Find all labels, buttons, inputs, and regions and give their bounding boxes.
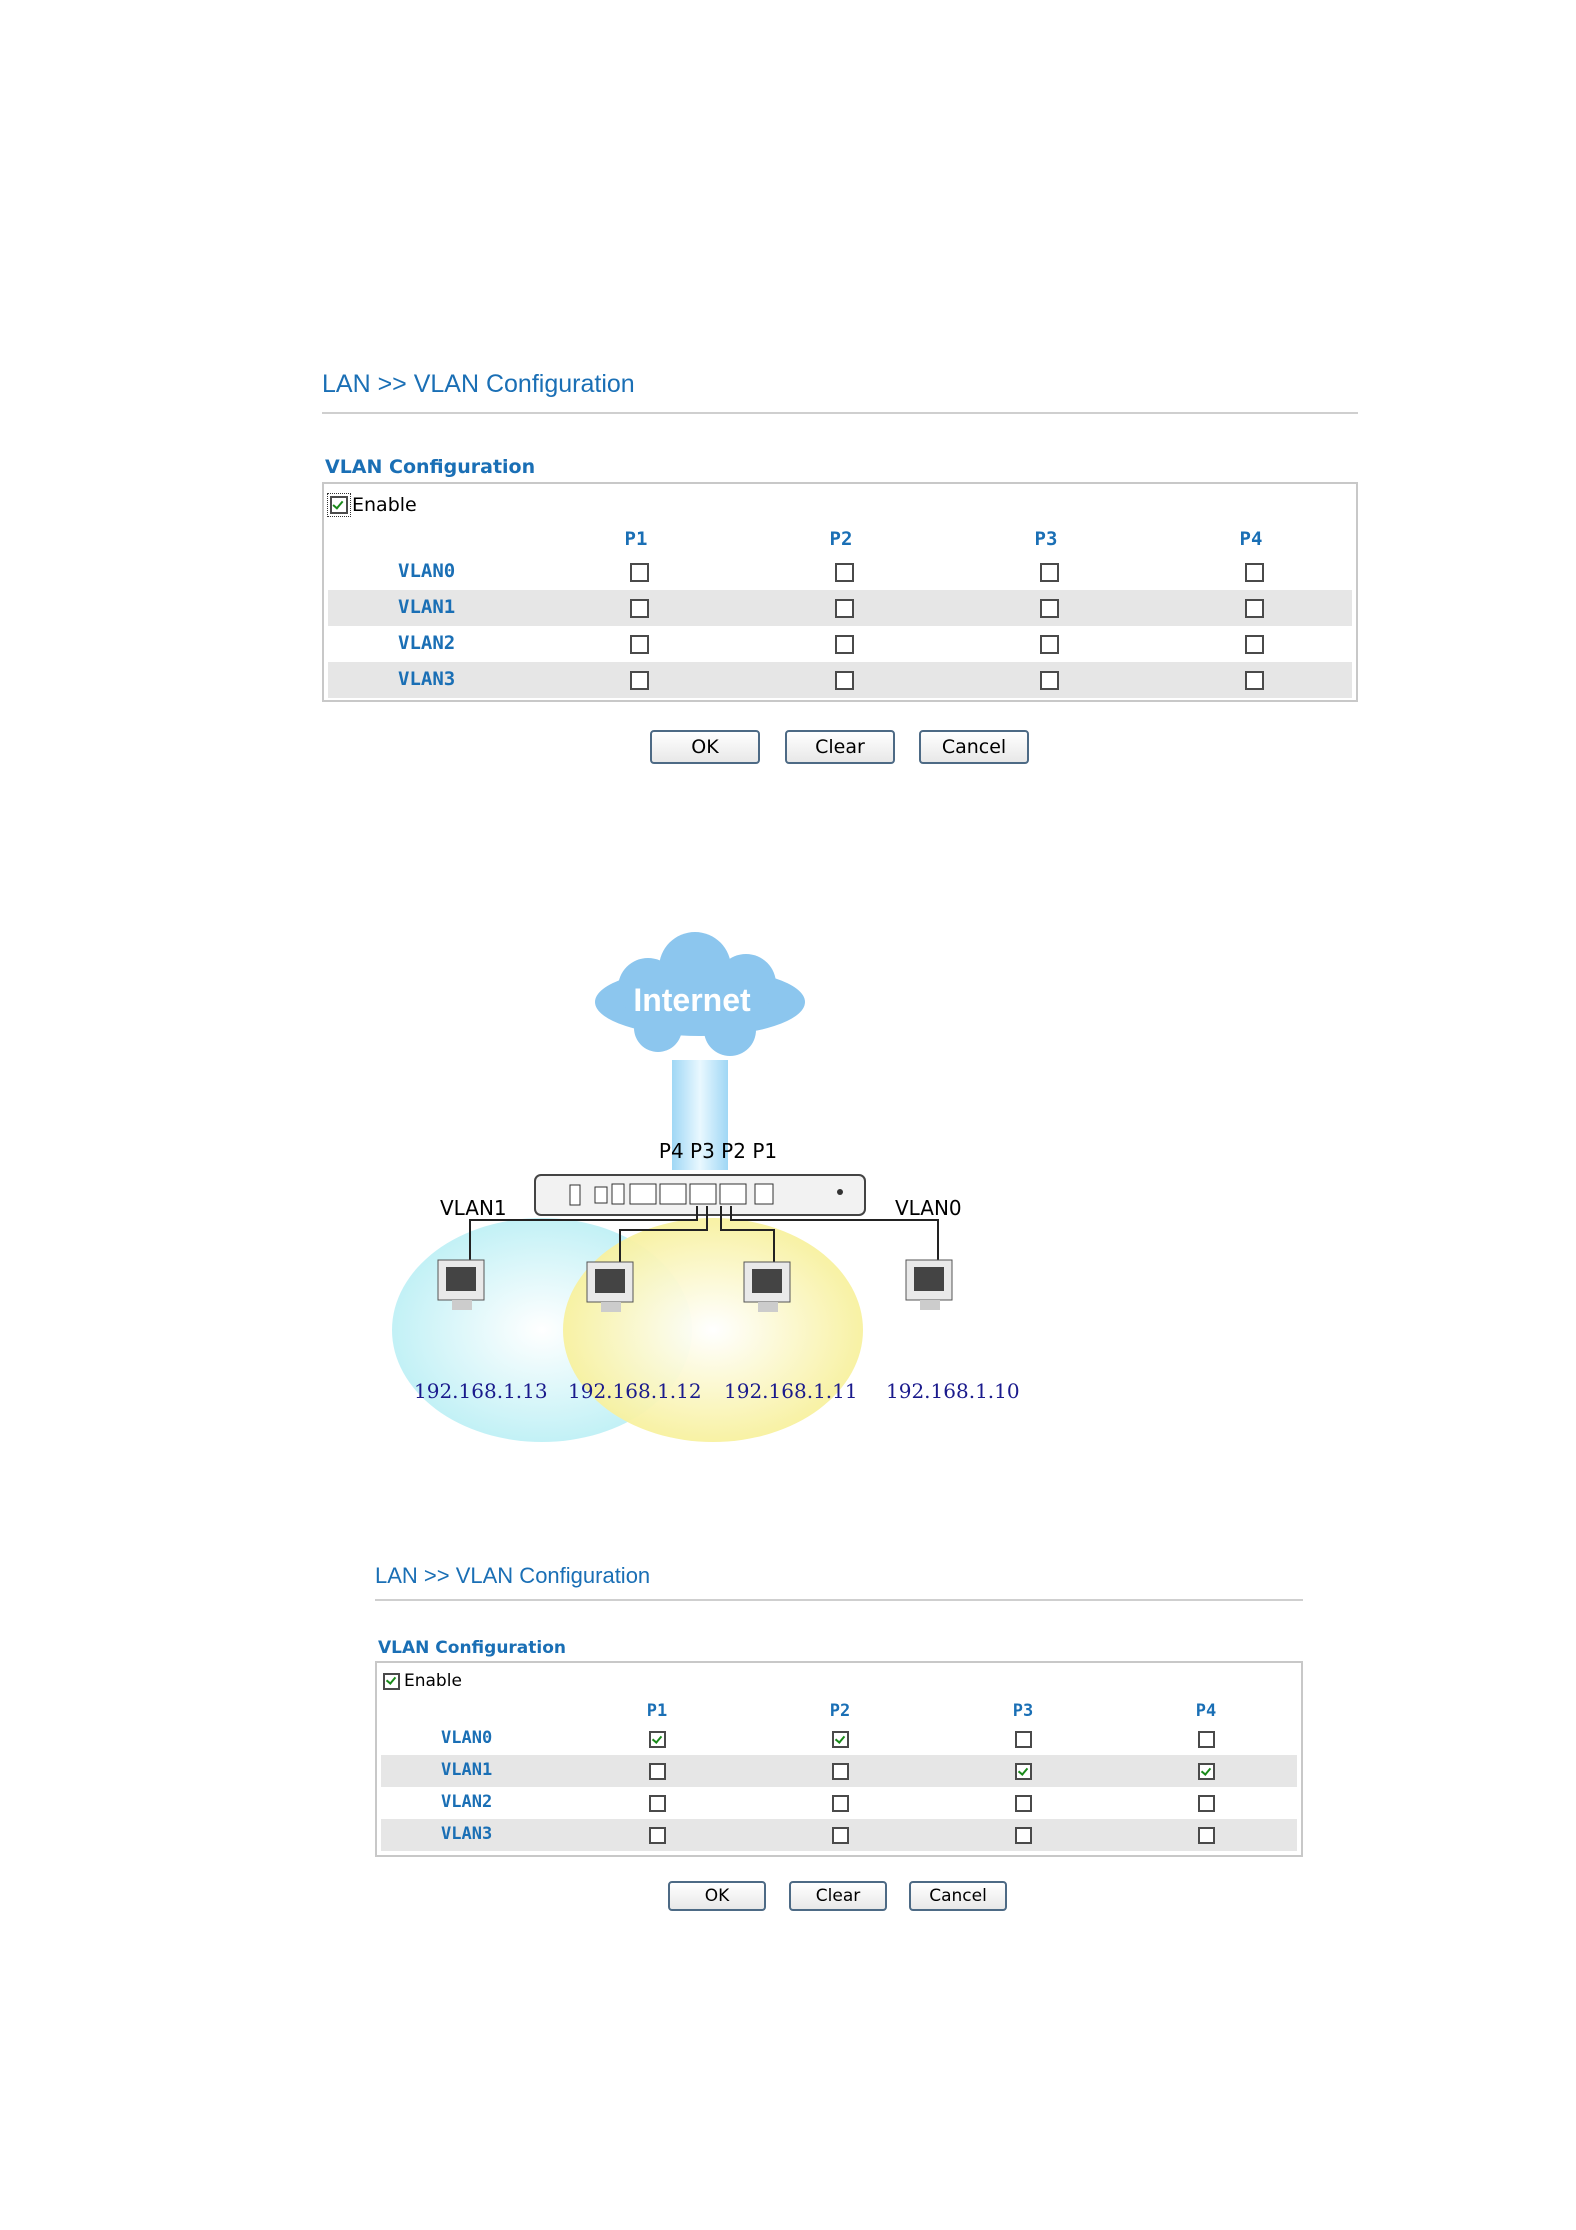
page-title: LAN >> VLAN Configuration [322, 370, 635, 399]
pc-icon-4 [906, 1260, 952, 1310]
port-header-p4: P4 [1186, 1701, 1226, 1721]
vlan-row-label: VLAN3 [398, 668, 455, 690]
title-divider [322, 412, 1358, 414]
vlan-port-checkbox-p3[interactable] [1040, 635, 1059, 654]
ok-button[interactable]: OK [650, 730, 760, 764]
table-row: VLAN2 [381, 1787, 1297, 1819]
section-title: VLAN Configuration [378, 1638, 566, 1658]
table-row: VLAN3 [381, 1819, 1297, 1851]
vlan1-group-label: VLAN1 [440, 1196, 507, 1220]
vlan-port-checkbox-p1[interactable] [630, 599, 649, 618]
vlan-port-checkbox-p2[interactable] [835, 671, 854, 690]
cancel-button[interactable]: Cancel [919, 730, 1029, 764]
enable-label: Enable [404, 1671, 462, 1691]
host-ip-2: 192.168.1.12 [568, 1379, 702, 1403]
table-row: VLAN2 [328, 626, 1352, 662]
vlan-port-checkbox-p2[interactable] [832, 1827, 849, 1844]
vlan-row-label: VLAN2 [441, 1792, 492, 1812]
title-divider [375, 1599, 1303, 1601]
port-header-p3: P3 [1026, 528, 1066, 550]
vlan0-group-label: VLAN0 [895, 1196, 962, 1220]
vlan-port-checkbox-p2[interactable] [835, 599, 854, 618]
vlan-port-checkbox-p1[interactable] [649, 1795, 666, 1812]
vlan-network-diagram: Internet P4 P3 P2 P1 VLAN1 VLAN0 192.168… [390, 930, 1040, 1450]
vlan-port-checkbox-p2[interactable] [832, 1795, 849, 1812]
vlan-port-checkbox-p4[interactable] [1198, 1731, 1215, 1748]
page-title: LAN >> VLAN Configuration [375, 1563, 650, 1589]
port-header-p3: P3 [1003, 1701, 1043, 1721]
vlan-port-checkbox-p3[interactable] [1040, 671, 1059, 690]
cloud-label: Internet [633, 982, 751, 1018]
vlan0-zone [563, 1218, 863, 1442]
ok-button[interactable]: OK [668, 1881, 766, 1911]
enable-checkbox[interactable] [330, 496, 348, 514]
vlan-port-checkbox-p4[interactable] [1198, 1827, 1215, 1844]
table-row: VLAN3 [328, 662, 1352, 698]
vlan-port-checkbox-p3[interactable] [1015, 1763, 1032, 1780]
vlan-port-checkbox-p1[interactable] [649, 1731, 666, 1748]
vlan-port-checkbox-p1[interactable] [630, 635, 649, 654]
vlan-config-panel-1: LAN >> VLAN Configuration VLAN Configura… [322, 370, 1358, 770]
enable-checkbox[interactable] [383, 1673, 400, 1690]
vlan-port-checkbox-p3[interactable] [1040, 563, 1059, 582]
vlan-port-checkbox-p3[interactable] [1040, 599, 1059, 618]
vlan-row-label: VLAN0 [441, 1728, 492, 1748]
host-ip-4: 192.168.1.10 [886, 1379, 1020, 1403]
host-ip-3: 192.168.1.11 [724, 1379, 858, 1403]
vlan-port-checkbox-p2[interactable] [832, 1731, 849, 1748]
vlan-port-checkbox-p2[interactable] [832, 1763, 849, 1780]
clear-button[interactable]: Clear [789, 1881, 887, 1911]
enable-toggle[interactable]: Enable [383, 1671, 462, 1691]
vlan-port-checkbox-p3[interactable] [1015, 1795, 1032, 1812]
port-header-p2: P2 [820, 1701, 860, 1721]
vlan-port-checkbox-p1[interactable] [649, 1827, 666, 1844]
port-labels: P4 P3 P2 P1 [659, 1139, 777, 1163]
vlan-row-label: VLAN2 [398, 632, 455, 654]
cancel-button[interactable]: Cancel [909, 1881, 1007, 1911]
vlan-port-checkbox-p3[interactable] [1015, 1827, 1032, 1844]
vlan-row-label: VLAN1 [398, 596, 455, 618]
table-row: VLAN1 [381, 1755, 1297, 1787]
vlan-config-panel-2: LAN >> VLAN Configuration VLAN Configura… [375, 1563, 1303, 1923]
section-title: VLAN Configuration [325, 456, 535, 478]
diagram-canvas: Internet P4 P3 P2 P1 VLAN1 VLAN0 192.168… [390, 930, 1040, 1450]
port-header-p4: P4 [1231, 528, 1271, 550]
host-ip-1: 192.168.1.13 [414, 1379, 548, 1403]
vlan-row-label: VLAN3 [441, 1824, 492, 1844]
vlan-port-checkbox-p4[interactable] [1198, 1795, 1215, 1812]
vlan-row-label: VLAN0 [398, 560, 455, 582]
port-header-p2: P2 [821, 528, 861, 550]
vlan-port-checkbox-p2[interactable] [835, 563, 854, 582]
router-icon [535, 1175, 865, 1215]
enable-label: Enable [352, 494, 417, 516]
table-row: VLAN0 [328, 554, 1352, 590]
vlan-port-checkbox-p4[interactable] [1245, 599, 1264, 618]
clear-button[interactable]: Clear [785, 730, 895, 764]
vlan-port-checkbox-p4[interactable] [1198, 1763, 1215, 1780]
vlan-port-checkbox-p1[interactable] [630, 671, 649, 690]
table-row: VLAN0 [381, 1723, 1297, 1755]
vlan-port-checkbox-p4[interactable] [1245, 671, 1264, 690]
vlan-port-checkbox-p1[interactable] [649, 1763, 666, 1780]
vlan-port-checkbox-p4[interactable] [1245, 635, 1264, 654]
vlan-port-checkbox-p3[interactable] [1015, 1731, 1032, 1748]
port-header-p1: P1 [637, 1701, 677, 1721]
table-row: VLAN1 [328, 590, 1352, 626]
vlan-port-checkbox-p4[interactable] [1245, 563, 1264, 582]
vlan-port-checkbox-p2[interactable] [835, 635, 854, 654]
vlan-row-label: VLAN1 [441, 1760, 492, 1780]
port-header-p1: P1 [616, 528, 656, 550]
vlan-port-checkbox-p1[interactable] [630, 563, 649, 582]
enable-toggle[interactable]: Enable [330, 494, 417, 516]
